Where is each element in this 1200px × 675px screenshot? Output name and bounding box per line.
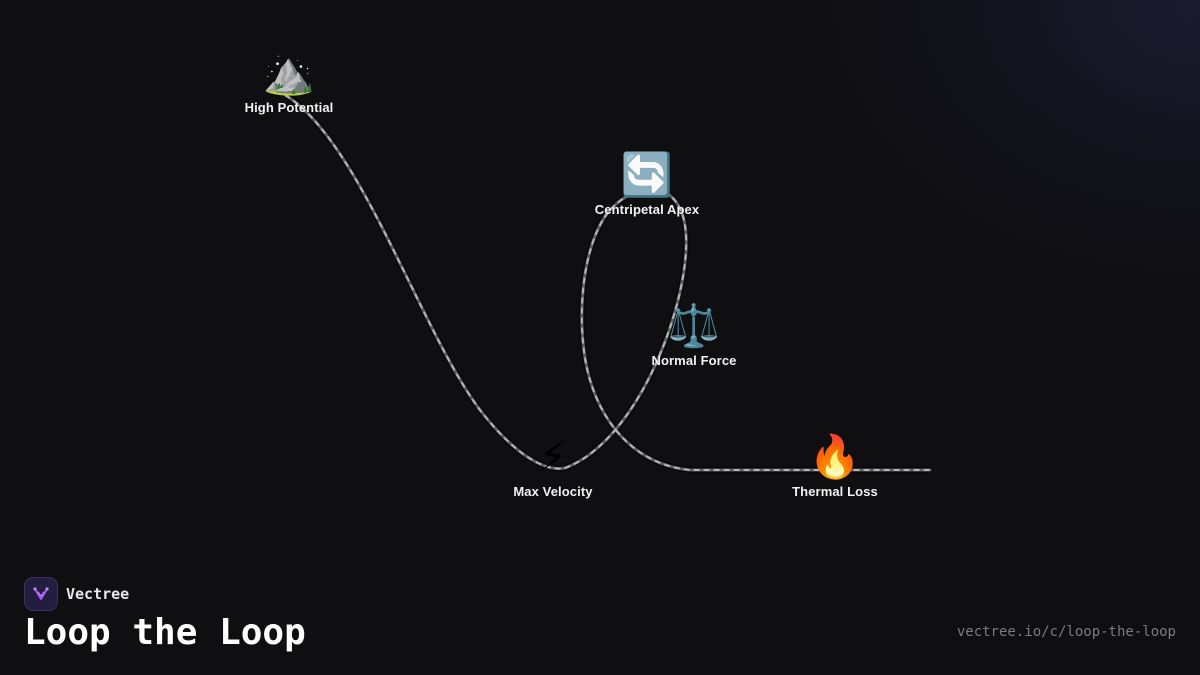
node-normal-force: ⚖️ Normal Force	[604, 301, 784, 368]
node-label: Centripetal Apex	[594, 202, 700, 217]
node-label: Normal Force	[651, 353, 737, 368]
node-high-potential: ⛰️ High Potential	[199, 48, 379, 115]
node-label: Thermal Loss	[792, 484, 878, 499]
fire-icon: 🔥	[808, 432, 862, 481]
node-label: High Potential	[244, 100, 334, 115]
page-title: Loop the Loop	[24, 612, 306, 653]
node-centripetal-apex: 🔄 Centripetal Apex	[557, 150, 737, 217]
node-thermal-loss: 🔥 Thermal Loss	[745, 432, 925, 499]
mountain-icon: ⛰️	[262, 48, 316, 97]
node-max-velocity: ⚡ Max Velocity	[463, 432, 643, 499]
node-label: Max Velocity	[513, 484, 593, 499]
balance-scale-icon: ⚖️	[667, 301, 721, 350]
brand[interactable]: Vectree	[24, 577, 129, 611]
track-dashes	[284, 94, 930, 471]
brand-name: Vectree	[66, 585, 130, 603]
source-url[interactable]: vectree.io/c/loop-the-loop	[956, 624, 1176, 640]
lightning-icon: ⚡	[538, 432, 568, 481]
vectree-logo-icon	[24, 577, 58, 611]
cycle-arrows-icon: 🔄	[620, 150, 674, 199]
